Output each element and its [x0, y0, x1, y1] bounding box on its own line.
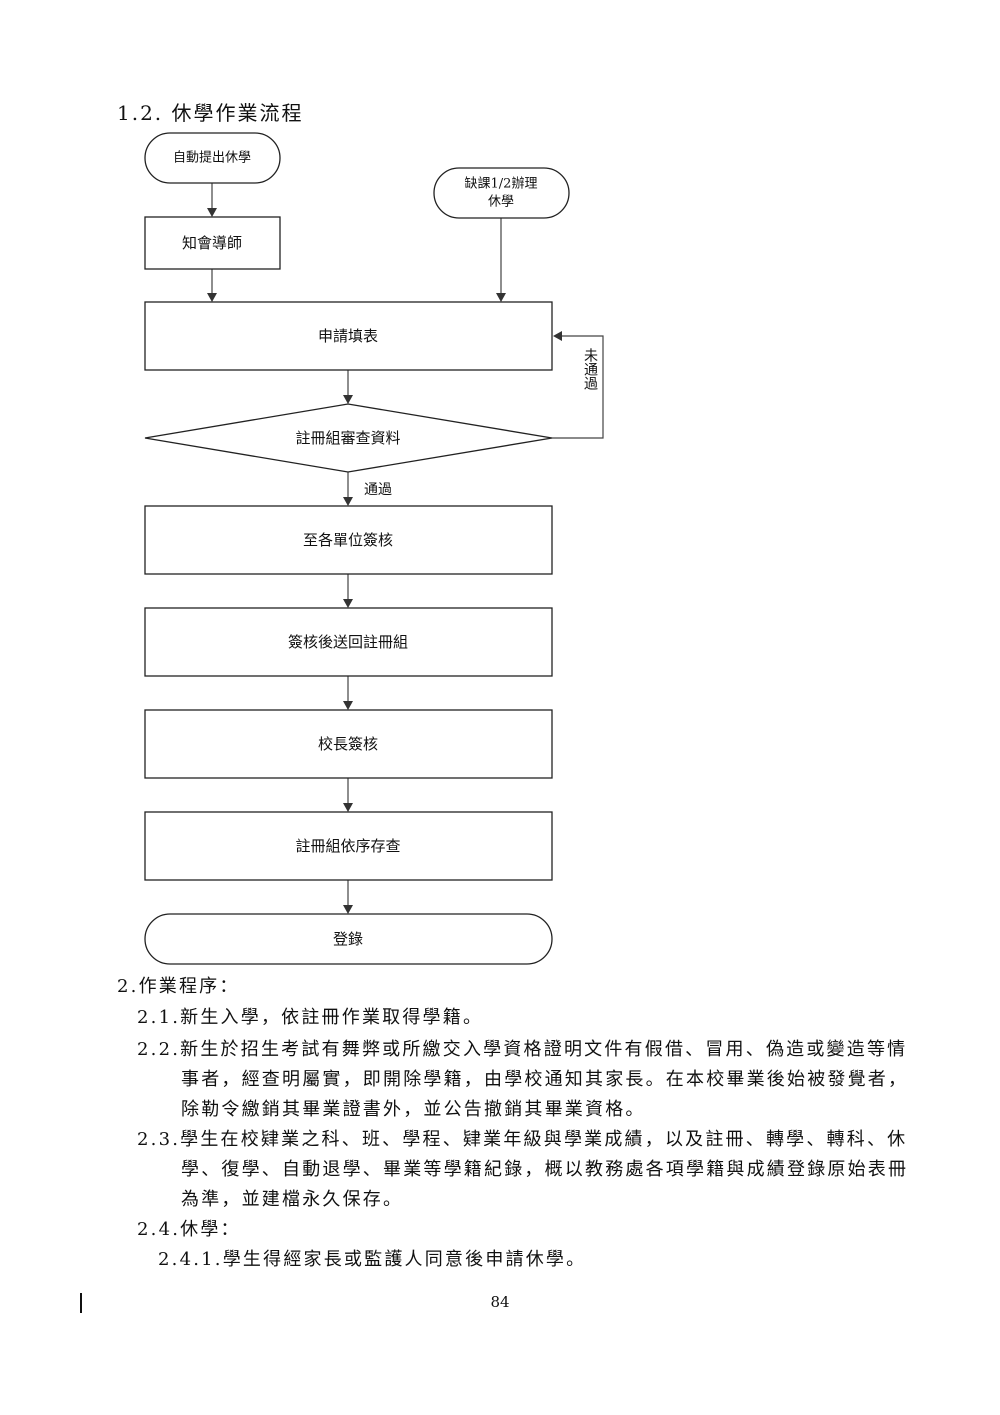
node-unit-signoff-label: 至各單位簽核: [303, 531, 393, 549]
fail-label: 未通過: [582, 348, 598, 391]
arrowhead: [343, 497, 353, 506]
procedure-line: 為準，並建檔永久保存。: [181, 1189, 404, 1210]
procedure-line: 2.3.學生在校肄業之科、班、學程、肄業年級與學業成績，以及註冊、轉學、轉科、休: [137, 1129, 908, 1150]
arrowhead: [343, 803, 353, 812]
node-file-records-label: 註冊組依序存查: [295, 837, 400, 855]
procedure-heading: 2.作業程序：: [117, 976, 240, 997]
node-principal-label: 校長簽核: [318, 735, 378, 753]
page-number: 84: [490, 1293, 510, 1311]
node-return-registry: 簽核後送回註冊組: [144, 607, 553, 677]
node-principal: 校長簽核: [144, 709, 553, 779]
arrowhead: [343, 905, 353, 914]
section-title: 1.2. 休學作業流程: [117, 101, 304, 125]
node-fill-form: 申請填表: [144, 301, 553, 371]
revision-bar: [80, 1293, 82, 1313]
node-start-absence: 缺課1/2辦理 休學: [433, 167, 570, 219]
arrowhead: [343, 599, 353, 608]
node-start-self-label: 自動提出休學: [173, 150, 251, 166]
node-file-records: 註冊組依序存查: [144, 811, 553, 881]
node-end-label: 登錄: [333, 930, 363, 948]
procedure-line: 除勒令繳銷其畢業證書外，並公告撤銷其畢業資格。: [181, 1099, 646, 1120]
node-fill-form-label: 申請填表: [318, 327, 378, 345]
arrowhead: [496, 293, 506, 302]
node-start-absence-label-1: 缺課1/2辦理: [465, 176, 538, 192]
procedure-line: 事者，經查明屬實，即開除學籍，由學校通知其家長。在本校畢業後始被發覺者，: [181, 1069, 909, 1090]
node-start-absence-label-2: 休學: [488, 195, 514, 210]
node-return-registry-label: 簽核後送回註冊組: [288, 633, 408, 651]
label-fail: 未通過: [582, 348, 598, 391]
node-review-label: 註冊組審查資料: [295, 429, 400, 447]
procedure-line: 學、復學、自動退學、畢業等學籍紀錄，概以教務處各項學籍與成績登錄原始表冊: [181, 1159, 909, 1180]
arrowhead: [343, 701, 353, 710]
arrowhead: [207, 208, 217, 217]
arrowhead: [553, 331, 562, 341]
pass-label: 通過: [364, 482, 392, 498]
node-unit-signoff: 至各單位簽核: [144, 505, 553, 575]
connector-fail-loop: [552, 335, 604, 439]
procedure-line: 2.4.1.學生得經家長或監護人同意後申請休學。: [158, 1249, 587, 1270]
node-review-decision: 註冊組審查資料: [144, 403, 553, 473]
procedure-line: 2.4.休學：: [137, 1219, 241, 1240]
flowchart: 自動提出休學 缺課1/2辦理 休學 知會導師 申請填表 註冊組審查資料 未通過 …: [144, 132, 604, 965]
node-start-self: 自動提出休學: [144, 132, 281, 184]
arrowhead: [207, 293, 217, 302]
arrowhead: [343, 395, 353, 404]
node-notify-teacher-label: 知會導師: [182, 234, 242, 252]
flowchart-connectors: [207, 183, 604, 914]
node-notify-teacher: 知會導師: [144, 216, 281, 270]
procedure-line: 2.1.新生入學，依註冊作業取得學籍。: [137, 1007, 484, 1028]
node-end: 登錄: [144, 913, 553, 965]
procedure-line: 2.2.新生於招生考試有舞弊或所繳交入學資格證明文件有假借、冒用、偽造或變造等情: [137, 1039, 908, 1060]
